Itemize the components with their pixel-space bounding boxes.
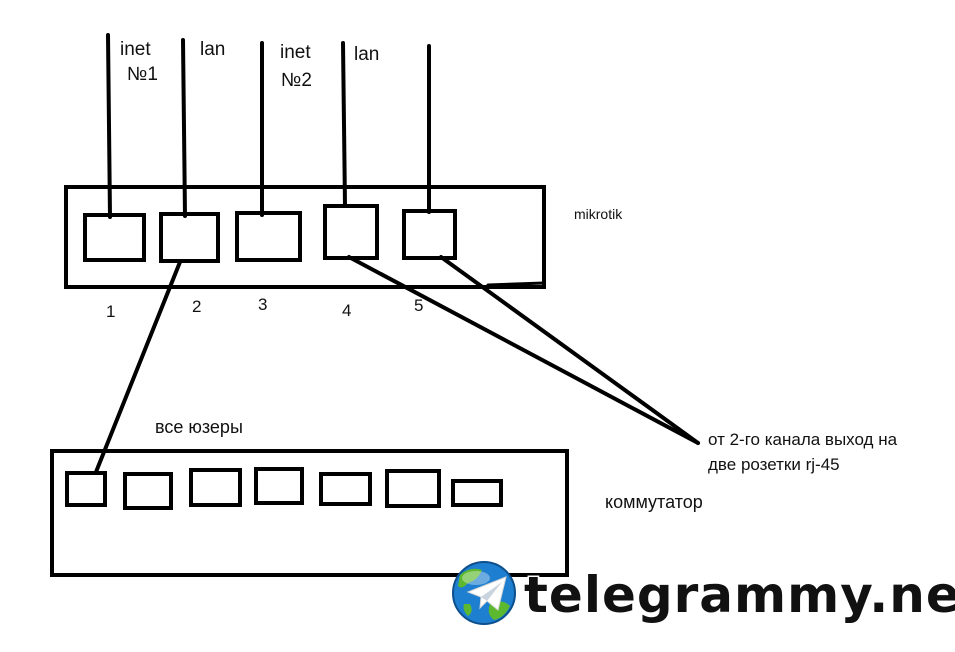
- port-number-4: 4: [342, 301, 351, 320]
- label-all-users: все юзеры: [155, 417, 243, 437]
- router-name: mikrotik: [574, 206, 623, 222]
- router-port-1: [83, 213, 146, 262]
- cable-port4-to-note: [347, 255, 700, 445]
- note-line-1: от 2-го канала выход на: [708, 430, 898, 449]
- cable-inet-1: [106, 33, 112, 219]
- router-port-5: [402, 209, 457, 260]
- label-inet-2: inet: [280, 42, 311, 63]
- switch-body: [50, 449, 569, 577]
- label-inet-2-number: №2: [281, 70, 312, 91]
- switch-port-1: [65, 471, 107, 507]
- label-lan-2: lan: [354, 44, 379, 65]
- cable-lan-1: [181, 38, 187, 218]
- label-lan-1: lan: [200, 39, 225, 60]
- label-inet-1-number: №1: [127, 64, 158, 85]
- cable-port2-to-switch: [94, 260, 182, 474]
- switch-port-2: [123, 472, 173, 510]
- switch-name: коммутатор: [605, 492, 703, 512]
- router-corner-stroke: [486, 281, 546, 287]
- switch-port-4: [254, 467, 304, 505]
- switch-port-6: [385, 469, 441, 508]
- port-number-3: 3: [258, 295, 267, 314]
- note-line-2: две розетки rj-45: [708, 455, 840, 474]
- router-body: [64, 185, 546, 289]
- router-port-4: [323, 204, 379, 260]
- cable-lan-2: [341, 41, 347, 208]
- cable-port5-to-note: [439, 255, 700, 445]
- switch-port-3: [189, 468, 242, 507]
- router-port-3: [235, 211, 302, 262]
- label-inet-1: inet: [120, 39, 151, 60]
- port-number-5: 5: [414, 296, 423, 315]
- port-number-1: 1: [106, 302, 115, 321]
- port-number-2: 2: [192, 297, 201, 316]
- switch-port-7: [451, 479, 503, 507]
- router-port-2: [159, 212, 220, 263]
- telegram-globe-icon: [452, 561, 516, 625]
- switch-port-5: [319, 472, 372, 506]
- watermark-text: telegrammy.net: [524, 566, 955, 624]
